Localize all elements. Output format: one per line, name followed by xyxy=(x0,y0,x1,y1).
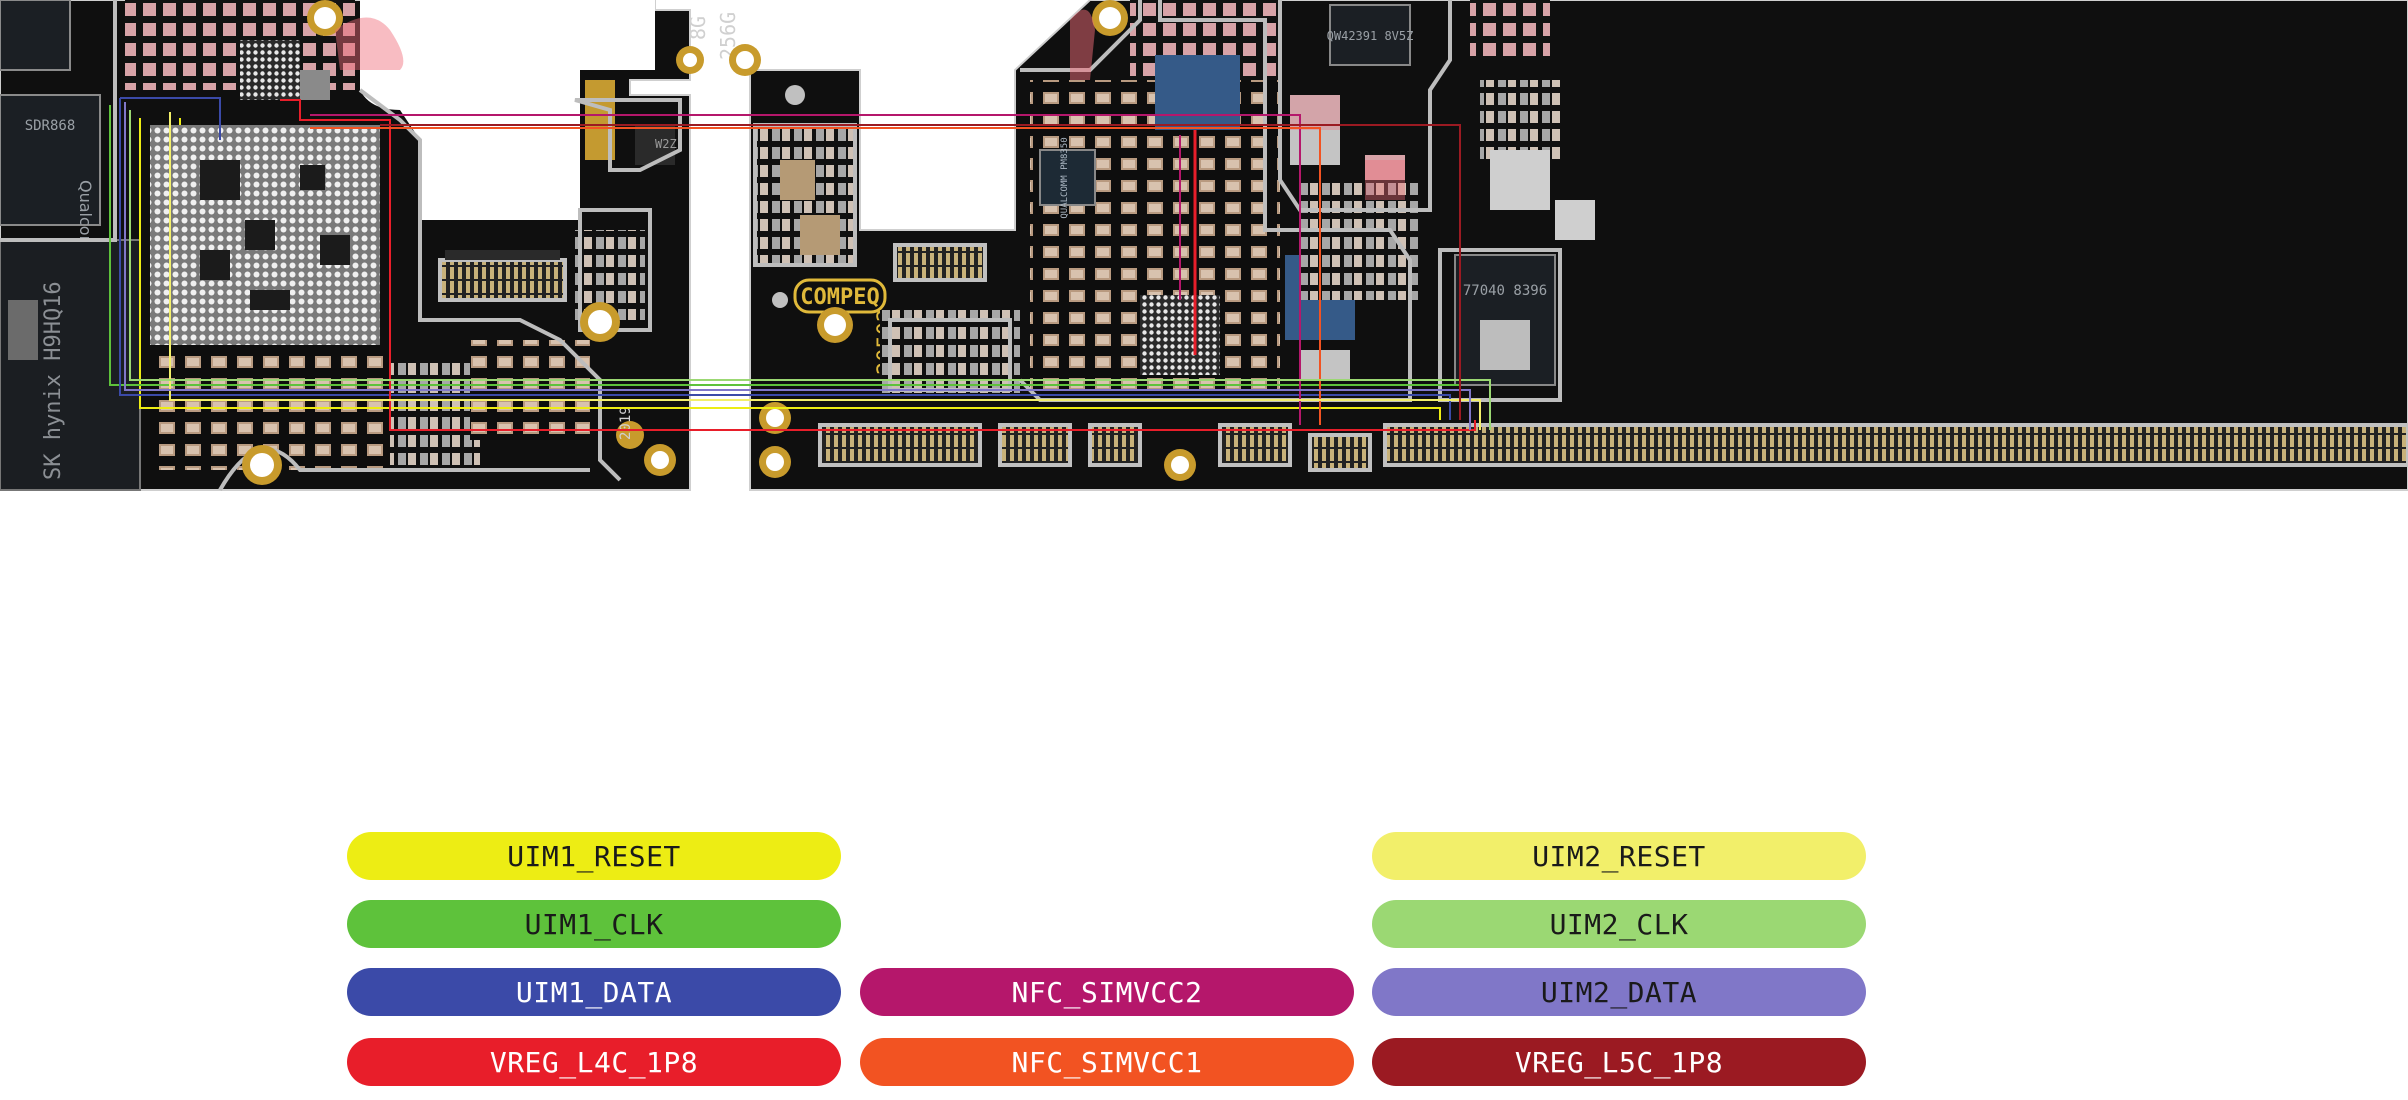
signal-traces xyxy=(109,97,1491,431)
chip-label-pmic: QUALCOMM PM8350 xyxy=(1060,137,1070,218)
trace-vreg-l5c xyxy=(380,124,1461,420)
pcb-board-diagram: SDR868 Qualcomm SK hynix H9HQ16 xyxy=(0,0,2408,491)
memory-size-8g: 8G xyxy=(686,16,710,40)
legend-uim2-data: UIM2_DATA xyxy=(1372,968,1866,1016)
legend-uim1-reset: UIM1_RESET xyxy=(347,832,841,880)
trace-uim2-reset xyxy=(169,112,1481,430)
legend-label: UIM1_RESET xyxy=(507,839,681,873)
trace-uim2-data xyxy=(124,102,1471,430)
legend-label: UIM1_DATA xyxy=(515,975,673,1009)
left-board-connector xyxy=(438,258,567,302)
right-board: COMPEQ 20502 QUALCOMM PM8350 xyxy=(729,0,2408,491)
chip-label-right-top: QW42391 8V5Z xyxy=(1327,29,1414,43)
legend-nfc-simvcc2: NFC_SIMVCC2 xyxy=(860,968,1354,1016)
legend-label: UIM1_CLK xyxy=(524,907,664,941)
legend-vreg-l5c: VREG_L5C_1P8 xyxy=(1372,1038,1866,1086)
chip-label-right-mid: 77040 8396 xyxy=(1463,283,1547,299)
legend-uim2-reset: UIM2_RESET xyxy=(1372,832,1866,880)
legend-uim1-data: UIM1_DATA xyxy=(347,968,841,1016)
memory-code: 2019 xyxy=(618,406,634,440)
bottom-connector-5 xyxy=(1308,433,1372,472)
trace-uim2-clk xyxy=(129,110,1491,430)
chip-label-w2z: W2Z xyxy=(655,137,677,151)
legend-label: NFC_SIMVCC2 xyxy=(1011,975,1203,1009)
legend-label: UIM2_CLK xyxy=(1549,907,1689,941)
memory-chip xyxy=(0,239,141,491)
legend-label: UIM2_RESET xyxy=(1532,839,1706,873)
trace-uim1-data xyxy=(119,97,1451,420)
legend-label: VREG_L4C_1P8 xyxy=(489,1045,699,1079)
legend-label: VREG_L5C_1P8 xyxy=(1514,1045,1724,1079)
bottom-connector-4 xyxy=(1218,423,1292,467)
bottom-connector-2 xyxy=(998,423,1072,467)
legend-nfc-simvcc1: NFC_SIMVCC1 xyxy=(860,1038,1354,1086)
trace-nfc-simvcc1 xyxy=(310,127,1321,425)
legend-label: NFC_SIMVCC1 xyxy=(1011,1045,1203,1079)
legend-vreg-l4c: VREG_L4C_1P8 xyxy=(347,1038,841,1086)
left-board: SDR868 Qualcomm SK hynix H9HQ16 xyxy=(0,0,740,491)
chip-label-sdr: SDR868 xyxy=(25,118,76,134)
bottom-connector-3 xyxy=(1088,423,1142,467)
legend-uim1-clk: UIM1_CLK xyxy=(347,900,841,948)
legend-label: UIM2_DATA xyxy=(1540,975,1698,1009)
pcb-maker-label: COMPEQ xyxy=(800,285,879,310)
sdr-chip xyxy=(0,94,101,226)
chip-label-memory: SK hynix H9HQ16 xyxy=(41,281,66,480)
trace-uim1-reset xyxy=(139,118,1441,420)
trace-vreg-l4c xyxy=(280,99,1476,431)
trace-nfc-simvcc2 xyxy=(310,114,1301,425)
legend-uim2-clk: UIM2_CLK xyxy=(1372,900,1866,948)
bottom-connector-1 xyxy=(818,423,982,467)
bottom-connector-6 xyxy=(1383,423,2408,467)
